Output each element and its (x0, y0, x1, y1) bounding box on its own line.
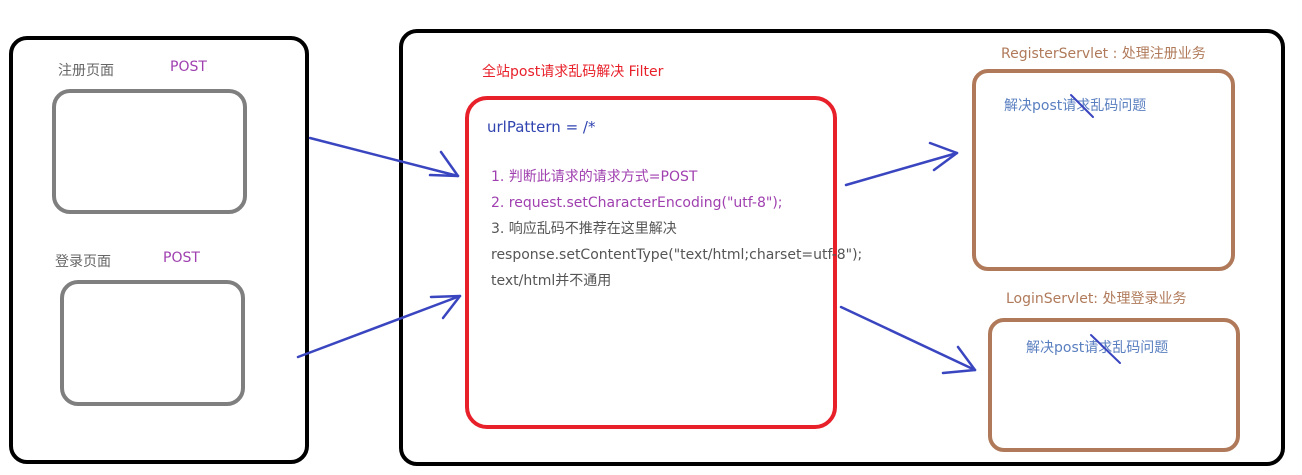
register-servlet-title: RegisterServlet : 处理注册业务 (1001, 46, 1206, 62)
filter-response-line: response.setContentType("text/html;chars… (491, 247, 863, 263)
server-container (399, 29, 1285, 466)
register-note-strike-mark (1070, 94, 1094, 118)
register-method-label: POST (170, 59, 207, 75)
register-servlet-note: 解决post请求乱码问题 (1004, 98, 1147, 114)
arrow-filter-to-register-servlet (844, 141, 959, 187)
arrow-register-to-filter (308, 136, 460, 178)
register-servlet-box (972, 69, 1235, 271)
arrow-filter-to-login-servlet (839, 305, 977, 375)
register-page-label: 注册页面 (58, 63, 114, 79)
login-method-label: POST (163, 250, 200, 266)
filter-title: 全站post请求乱码解决 Filter (482, 64, 664, 80)
arrow-login-to-filter (296, 294, 462, 359)
filter-step-2: 2. request.setCharacterEncoding("utf-8")… (491, 195, 783, 211)
login-servlet-title: LoginServlet: 处理登录业务 (1006, 291, 1187, 307)
login-note-strike-mark (1090, 334, 1121, 364)
client-pages-container (9, 36, 309, 464)
filter-url-pattern: urlPattern = /* (487, 118, 596, 136)
filter-step-3: 3. 响应乱码不推荐在这里解决 (491, 221, 677, 237)
login-servlet-note: 解决post请求乱码问题 (1026, 340, 1169, 356)
login-page-box (60, 280, 245, 406)
filter-box (465, 96, 837, 429)
filter-step-1: 1. 判断此请求的请求方式=POST (491, 169, 698, 185)
register-page-box (52, 89, 247, 214)
login-page-label: 登录页面 (55, 254, 111, 270)
login-servlet-box (988, 318, 1240, 452)
filter-note-line: text/html并不通用 (491, 273, 612, 289)
